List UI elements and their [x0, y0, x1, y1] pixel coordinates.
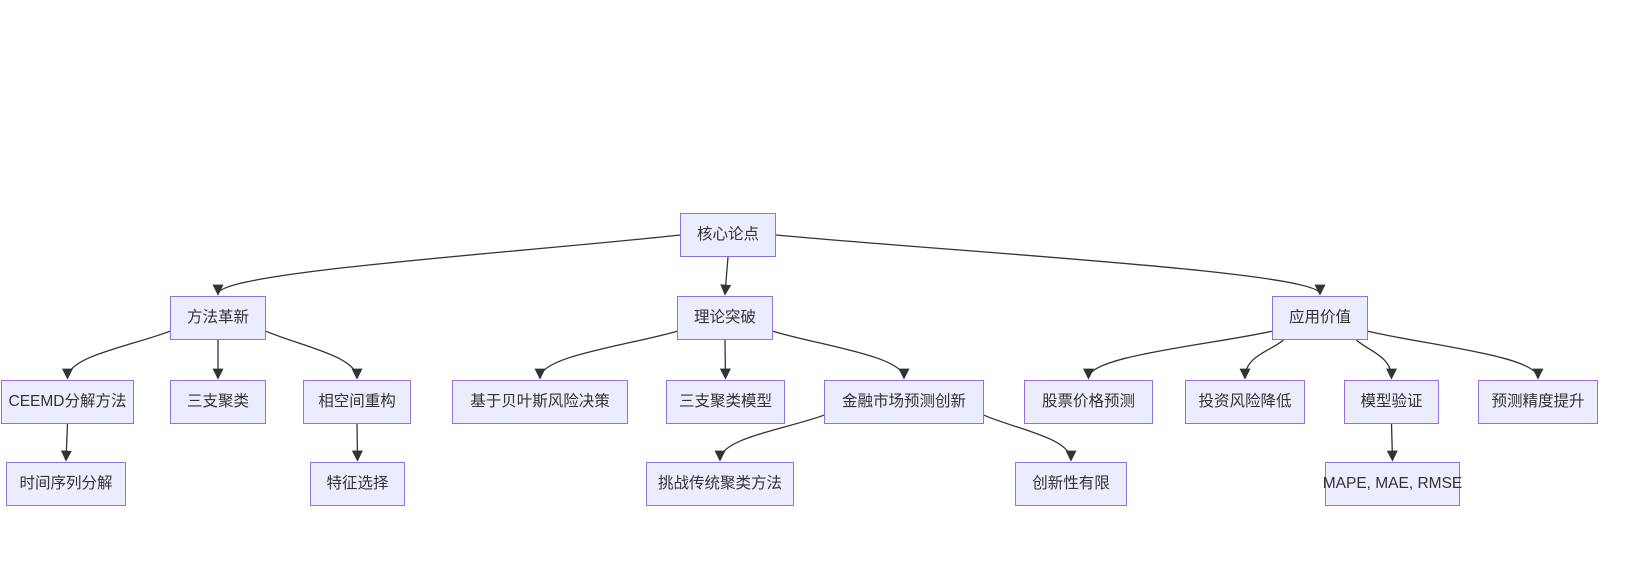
flowchart-node-finance: 金融市场预测创新	[824, 380, 984, 424]
edge-ceemd-tsdecomp	[60, 423, 72, 462]
edge-theory-twmodel	[719, 339, 731, 380]
flowchart-node-ceemd: CEEMD分解方法	[1, 380, 134, 424]
flowchart-node-tsdecomp: 时间序列分解	[6, 462, 126, 506]
edge-method-phase	[265, 330, 363, 380]
flowchart-node-theory: 理论突破	[677, 296, 773, 340]
edge-core-method	[212, 234, 681, 296]
edge-theory-finance	[772, 330, 910, 380]
flowchart-node-feature: 特征选择	[310, 462, 405, 506]
flowchart-node-accuracy: 预测精度提升	[1478, 380, 1598, 424]
edge-core-theory	[720, 256, 732, 296]
flowchart-node-valid: 模型验证	[1344, 380, 1439, 424]
flowchart-node-bayes: 基于贝叶斯风险决策	[452, 380, 628, 424]
edge-theory-bayes	[534, 330, 678, 380]
edge-method-ceemd	[62, 330, 171, 380]
flowchart-node-stock: 股票价格预测	[1024, 380, 1153, 424]
edge-application-valid	[1356, 339, 1398, 380]
flowchart-node-core: 核心论点	[680, 213, 776, 257]
edge-valid-metrics	[1386, 423, 1398, 462]
flowchart-node-twmodel: 三支聚类模型	[666, 380, 785, 424]
edge-application-stock	[1083, 330, 1273, 380]
flowchart-node-metrics: MAPE, MAE, RMSE	[1323, 462, 1462, 506]
flowchart-node-challenge: 挑战传统聚类方法	[646, 462, 794, 506]
edge-application-risk	[1239, 339, 1284, 380]
flowchart-node-phase: 相空间重构	[303, 380, 411, 424]
edge-core-application	[775, 234, 1326, 296]
flowchart-node-risk: 投资风险降低	[1185, 380, 1305, 424]
flowchart-node-application: 应用价值	[1272, 296, 1368, 340]
edge-phase-feature	[351, 423, 363, 462]
flowchart-node-method: 方法革新	[170, 296, 266, 340]
flowchart-node-limited: 创新性有限	[1015, 462, 1127, 506]
edge-application-accuracy	[1367, 330, 1544, 380]
flowchart-node-threeway: 三支聚类	[170, 380, 266, 424]
